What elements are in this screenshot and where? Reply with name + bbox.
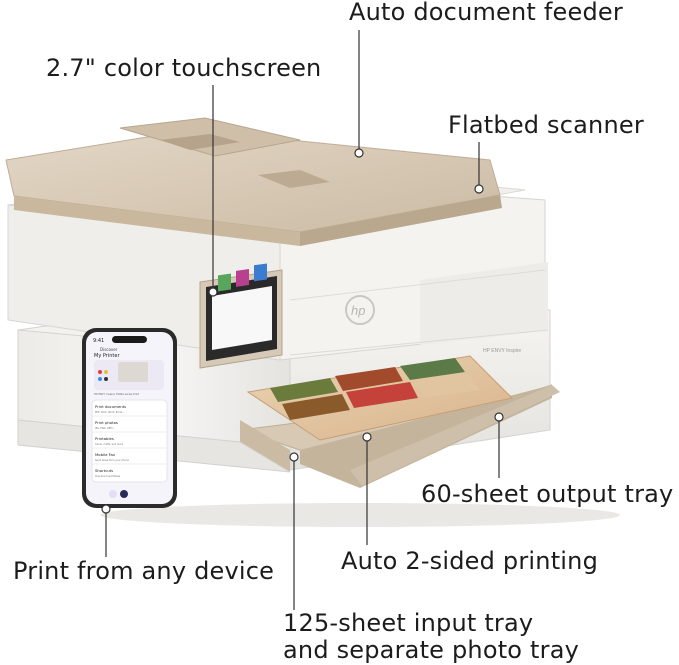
callout-dot-duplex	[362, 432, 372, 442]
callout-dot-flatbed	[474, 184, 484, 194]
callout-dot-output-tray	[494, 412, 504, 422]
phone-menu-item-sub: JPG, PNG, HEIC...	[94, 427, 115, 430]
callout-dot-any-device	[101, 504, 111, 514]
label-input-tray-line1: 125-sheet input tray	[283, 609, 534, 637]
label-auto-document-feeder: Auto document feeder	[349, 0, 623, 26]
model-plate: HP ENVY Inspire	[483, 348, 521, 354]
touchscreen[interactable]	[199, 263, 283, 369]
phone-menu-item[interactable]: Print documents	[95, 404, 126, 409]
phone-status-time: 9:41	[93, 338, 104, 344]
smartphone	[82, 328, 177, 508]
callout-lines	[101, 30, 504, 610]
phone-back-label: Discover	[100, 347, 118, 352]
label-auto-2-sided-printing: Auto 2-sided printing	[341, 547, 599, 575]
phone-app-subtitle: HP ENVY Inspire 7900e series Print	[94, 392, 139, 396]
callout-dot-touchscreen	[208, 287, 218, 297]
label-color-touchscreen: 2.7" color touchscreen	[46, 54, 322, 82]
phone-menu-item-sub: Send faxes from your phone	[95, 459, 129, 462]
phone-menu-item[interactable]: Printables	[95, 436, 114, 441]
label-output-tray: 60-sheet output tray	[421, 480, 674, 508]
phone-menu-item-sub: One-touch workflows	[95, 475, 121, 478]
phone-menu-item-sub: PDF, DOC, Word, Excel...	[95, 411, 125, 414]
phone-menu-item-sub: Cards, crafts, and more	[95, 443, 124, 446]
label-flatbed-scanner: Flatbed scanner	[448, 111, 644, 139]
phone-menu-item[interactable]: Mobile Fax	[95, 452, 116, 457]
callout-dot-input-tray	[289, 452, 299, 462]
hp-logo-text: hp	[351, 303, 365, 318]
phone-app-title: My Printer	[94, 353, 120, 359]
callout-dot-adf	[354, 148, 364, 158]
phone-menu-item[interactable]: Shortcuts	[95, 468, 113, 473]
phone-menu: Print documents PDF, DOC, Word, Excel...…	[94, 404, 129, 478]
hp-logo: hp	[345, 295, 375, 325]
phone-menu-item[interactable]: Print photos	[95, 420, 118, 425]
label-print-from-any-device: Print from any device	[13, 557, 275, 585]
adf-lid	[5, 117, 502, 246]
printed-photo	[246, 355, 514, 441]
label-input-tray-line2: and separate photo tray	[283, 636, 580, 664]
label-input-tray: 125-sheet input tray and separate photo …	[283, 610, 579, 664]
